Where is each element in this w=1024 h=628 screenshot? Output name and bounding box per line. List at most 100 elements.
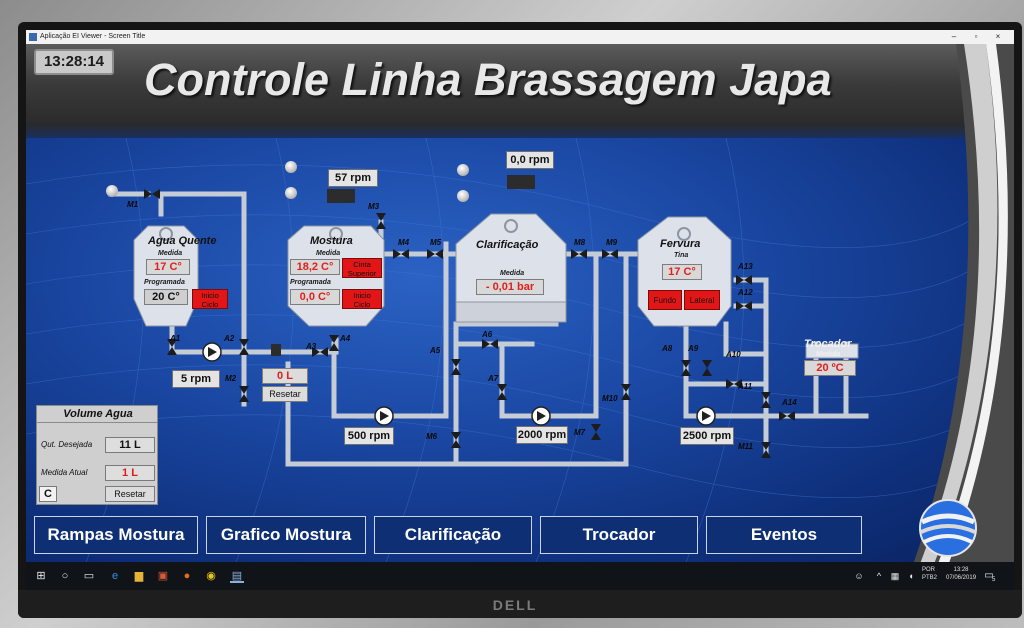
qut-desejada-label: Qut. Desejada xyxy=(41,440,93,449)
clock-display: 13:28:14 xyxy=(34,49,114,75)
tank-fervura-label: Fervura xyxy=(660,238,701,250)
fervura-tina-value: 17 C° xyxy=(662,264,702,280)
valve-a8-label: A8 xyxy=(662,344,673,353)
notification-count: 5 xyxy=(992,577,996,583)
monitor-brand-logo: DELL xyxy=(492,597,538,613)
valve-m7-label: M7 xyxy=(574,428,586,437)
agua-quente-inicio-ciclo-button[interactable]: Inicio Ciclo xyxy=(192,289,228,309)
header-shadow xyxy=(26,124,1014,138)
valve-m2-label: M2 xyxy=(225,374,237,383)
window-title: Aplicação EI Viewer - Screen Title xyxy=(40,33,146,40)
mostura-cinta-superior-button[interactable]: Cinta Superior xyxy=(342,258,382,278)
valve-a1-label: A1 xyxy=(170,334,181,343)
valve-a3-label: A3 xyxy=(306,342,317,351)
valve-a6-label: A6 xyxy=(482,330,493,339)
clarificacao-agitator-rpm: 0,0 rpm xyxy=(506,151,554,169)
minimize-icon[interactable]: – xyxy=(951,32,957,41)
chevron-up-icon[interactable]: ^ xyxy=(876,571,882,581)
medida-atual-value: 1 L xyxy=(105,465,155,481)
fervura-tina-label: Tina xyxy=(674,252,689,259)
monitor-chin xyxy=(18,590,1022,618)
agua-quente-medida-label: Medida xyxy=(158,250,183,257)
valve-a4-label: A4 xyxy=(340,334,351,343)
pump-3-rpm: 2000 rpm xyxy=(516,426,568,444)
edge-browser-icon[interactable]: e xyxy=(111,570,119,582)
valve-m6-label: M6 xyxy=(426,432,438,441)
tank-mostura-label: Mostura xyxy=(310,235,353,247)
company-globe-logo xyxy=(919,499,977,557)
tank-agua-quente-label: Agua Quente xyxy=(148,235,217,247)
status-light xyxy=(457,164,469,176)
valve-m8-label: M8 xyxy=(574,238,586,247)
valve-a11-label: A11 xyxy=(738,382,753,391)
valve-m9-label: M9 xyxy=(606,238,618,247)
firefox-icon[interactable]: ● xyxy=(183,570,191,582)
header-band xyxy=(26,44,1014,124)
clarificacao-pressure-value: - 0,01 bar xyxy=(476,279,544,295)
network-icon[interactable]: ▦ xyxy=(890,571,900,581)
decorative-swoosh xyxy=(913,44,1014,562)
valve-m3-label: M3 xyxy=(368,202,380,211)
valve-m10-label: M10 xyxy=(602,394,618,403)
valve-a5-label: A5 xyxy=(430,346,441,355)
app-icon[interactable]: ▣ xyxy=(157,570,169,582)
medida-atual-label: Medida Atual xyxy=(41,468,88,477)
agua-quente-medida-value: 17 C° xyxy=(146,259,190,275)
nav-clarificacao-button[interactable]: Clarificação xyxy=(374,516,532,554)
valve-a13-label: A13 xyxy=(738,262,753,271)
valve-m5-label: M5 xyxy=(430,238,442,247)
status-light xyxy=(457,190,469,202)
pump-2-rpm: 500 rpm xyxy=(344,427,394,445)
people-icon[interactable]: ☺ xyxy=(854,571,864,581)
valve-a2-label: A2 xyxy=(224,334,235,343)
volume-reset-button[interactable]: Resetar xyxy=(105,486,155,502)
divider xyxy=(37,422,157,423)
notification-icon[interactable]: ▭ xyxy=(984,570,994,581)
trocador-medida-label: Medida xyxy=(816,351,841,358)
mostura-inicio-ciclo-button[interactable]: Inicio Ciclo xyxy=(342,289,382,309)
nav-grafico-mostura-button[interactable]: Grafico Mostura xyxy=(206,516,366,554)
valve-m4-label: M4 xyxy=(398,238,410,247)
agua-quente-programada-input[interactable]: 20 C° xyxy=(144,289,188,305)
mostura-programada-input[interactable]: 0,0 C° xyxy=(290,289,340,305)
mostura-agitator-rpm: 57 rpm xyxy=(328,169,378,187)
volume-agua-panel: Volume Agua Qut. Desejada 11 L Medida At… xyxy=(36,405,158,505)
valve-a14-label: A14 xyxy=(782,398,797,407)
nav-rampas-mostura-button[interactable]: Rampas Mostura xyxy=(34,516,198,554)
nav-trocador-button[interactable]: Trocador xyxy=(540,516,698,554)
tank-clarificacao-label: Clarificação xyxy=(476,239,539,251)
valve-m1-label: M1 xyxy=(127,200,139,209)
pump-4-rpm: 2500 rpm xyxy=(680,427,734,445)
search-icon[interactable]: ○ xyxy=(61,570,69,582)
file-explorer-icon[interactable]: ▆ xyxy=(134,570,144,582)
windows-start-icon[interactable]: ⊞ xyxy=(36,570,46,582)
pump-1-rpm: 5 rpm xyxy=(172,370,220,388)
trocador-label: Trocador xyxy=(804,338,852,350)
volume-c-indicator: C xyxy=(39,486,57,502)
chrome-icon[interactable]: ◉ xyxy=(206,570,216,582)
status-light xyxy=(285,161,297,173)
valve-a12-label: A12 xyxy=(738,288,753,297)
valve-a7-label: A7 xyxy=(488,374,499,383)
agua-quente-programada-label: Programada xyxy=(144,279,185,286)
fervura-fundo-button[interactable]: Fundo xyxy=(648,290,682,310)
screen: Aplicação EI Viewer - Screen Title – ▫ × xyxy=(26,30,1014,590)
volume-agua-title: Volume Agua xyxy=(63,408,133,420)
status-light xyxy=(106,185,118,197)
nav-eventos-button[interactable]: Eventos xyxy=(706,516,862,554)
flow-meter-reset-button[interactable]: Resetar xyxy=(262,386,308,402)
qut-desejada-input[interactable]: 11 L xyxy=(105,437,155,453)
hmi-canvas: 13:28:14 Controle Linha Brassagem Japa xyxy=(26,44,1014,562)
volume-icon[interactable]: ◖ xyxy=(908,571,914,581)
fervura-lateral-button[interactable]: Lateral xyxy=(684,290,720,310)
app-icon xyxy=(29,33,37,41)
maximize-icon[interactable]: ▫ xyxy=(974,32,978,41)
status-light xyxy=(285,187,297,199)
clarificacao-medida-label: Medida xyxy=(500,270,525,277)
close-icon[interactable]: × xyxy=(995,32,1001,41)
ei-viewer-icon[interactable]: ▤ xyxy=(230,570,244,583)
valve-a10-label: A10 xyxy=(726,350,741,359)
task-view-icon[interactable]: ▭ xyxy=(83,570,95,582)
